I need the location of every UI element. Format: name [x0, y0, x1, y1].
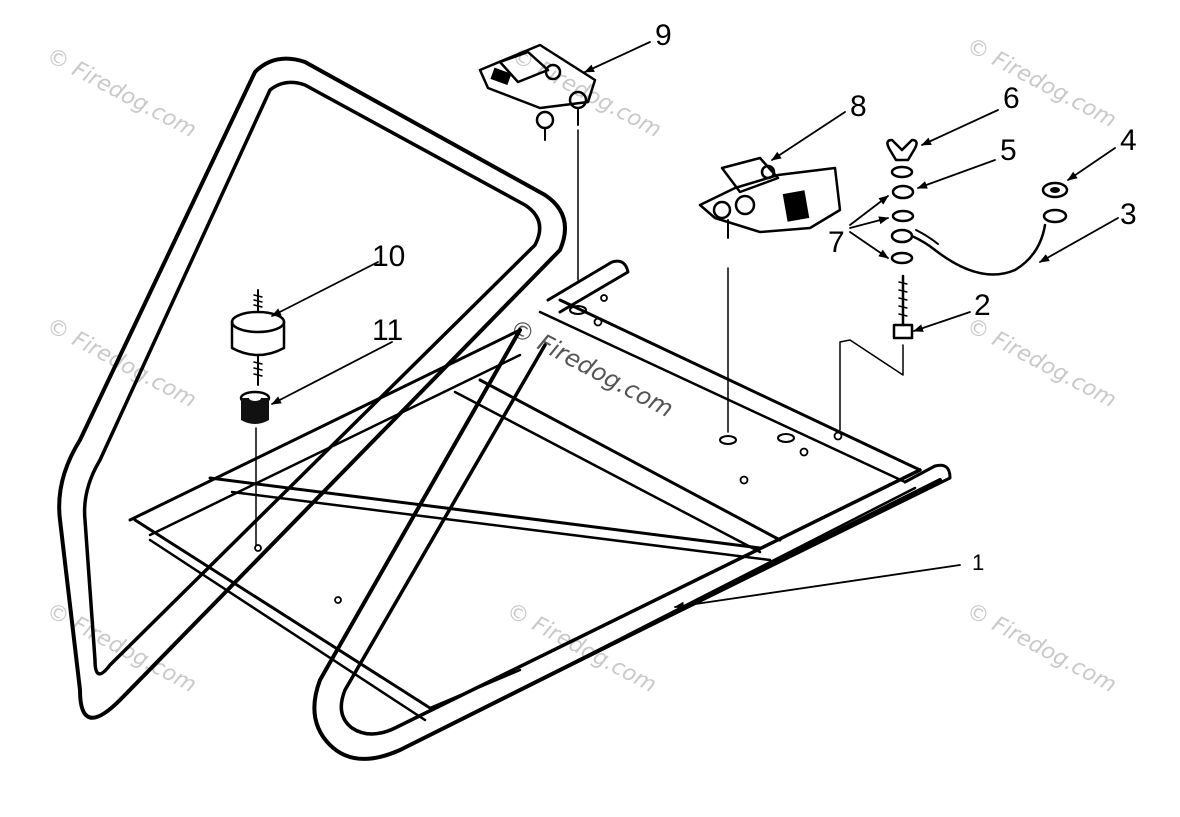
leader-lines — [271, 41, 1119, 610]
callout-4: 4 — [1120, 124, 1137, 157]
frame-handle-loop — [57, 56, 942, 761]
watermark: © Firedog.com — [962, 598, 1120, 698]
watermark: © Firedog.com — [502, 598, 660, 698]
fastener-stack — [839, 138, 918, 431]
callout-10: 10 — [372, 240, 405, 273]
watermark: © Firedog.com — [42, 598, 200, 698]
callout-2: 2 — [974, 289, 991, 322]
watermark: © Firedog.com — [507, 43, 665, 143]
watermark: © Firedog.com — [962, 313, 1120, 413]
callout-1: 1 — [972, 550, 984, 575]
callout-3: 3 — [1120, 198, 1137, 231]
callout-11: 11 — [372, 314, 403, 347]
watermark: © Firedog.com — [42, 313, 200, 413]
callout-6: 6 — [1003, 82, 1020, 115]
bracket-part-8 — [698, 156, 842, 433]
frame-base — [128, 259, 952, 722]
watermarks: © Firedog.com © Firedog.com © Firedog.co… — [42, 33, 1120, 698]
watermark: © Firedog.com — [962, 33, 1120, 133]
spacer-part-11 — [239, 390, 271, 546]
callout-8: 8 — [850, 90, 867, 123]
mount-part-10 — [230, 289, 286, 386]
callout-7: 7 — [828, 226, 845, 259]
callout-numbers: 9 8 6 5 4 3 7 2 10 11 1 — [372, 19, 1137, 575]
ground-strap-part-3 — [910, 181, 1069, 276]
watermark: © Firedog.com — [42, 43, 200, 143]
bracket-part-9 — [478, 43, 597, 281]
callout-5: 5 — [1000, 134, 1017, 167]
callout-9: 9 — [655, 19, 672, 52]
